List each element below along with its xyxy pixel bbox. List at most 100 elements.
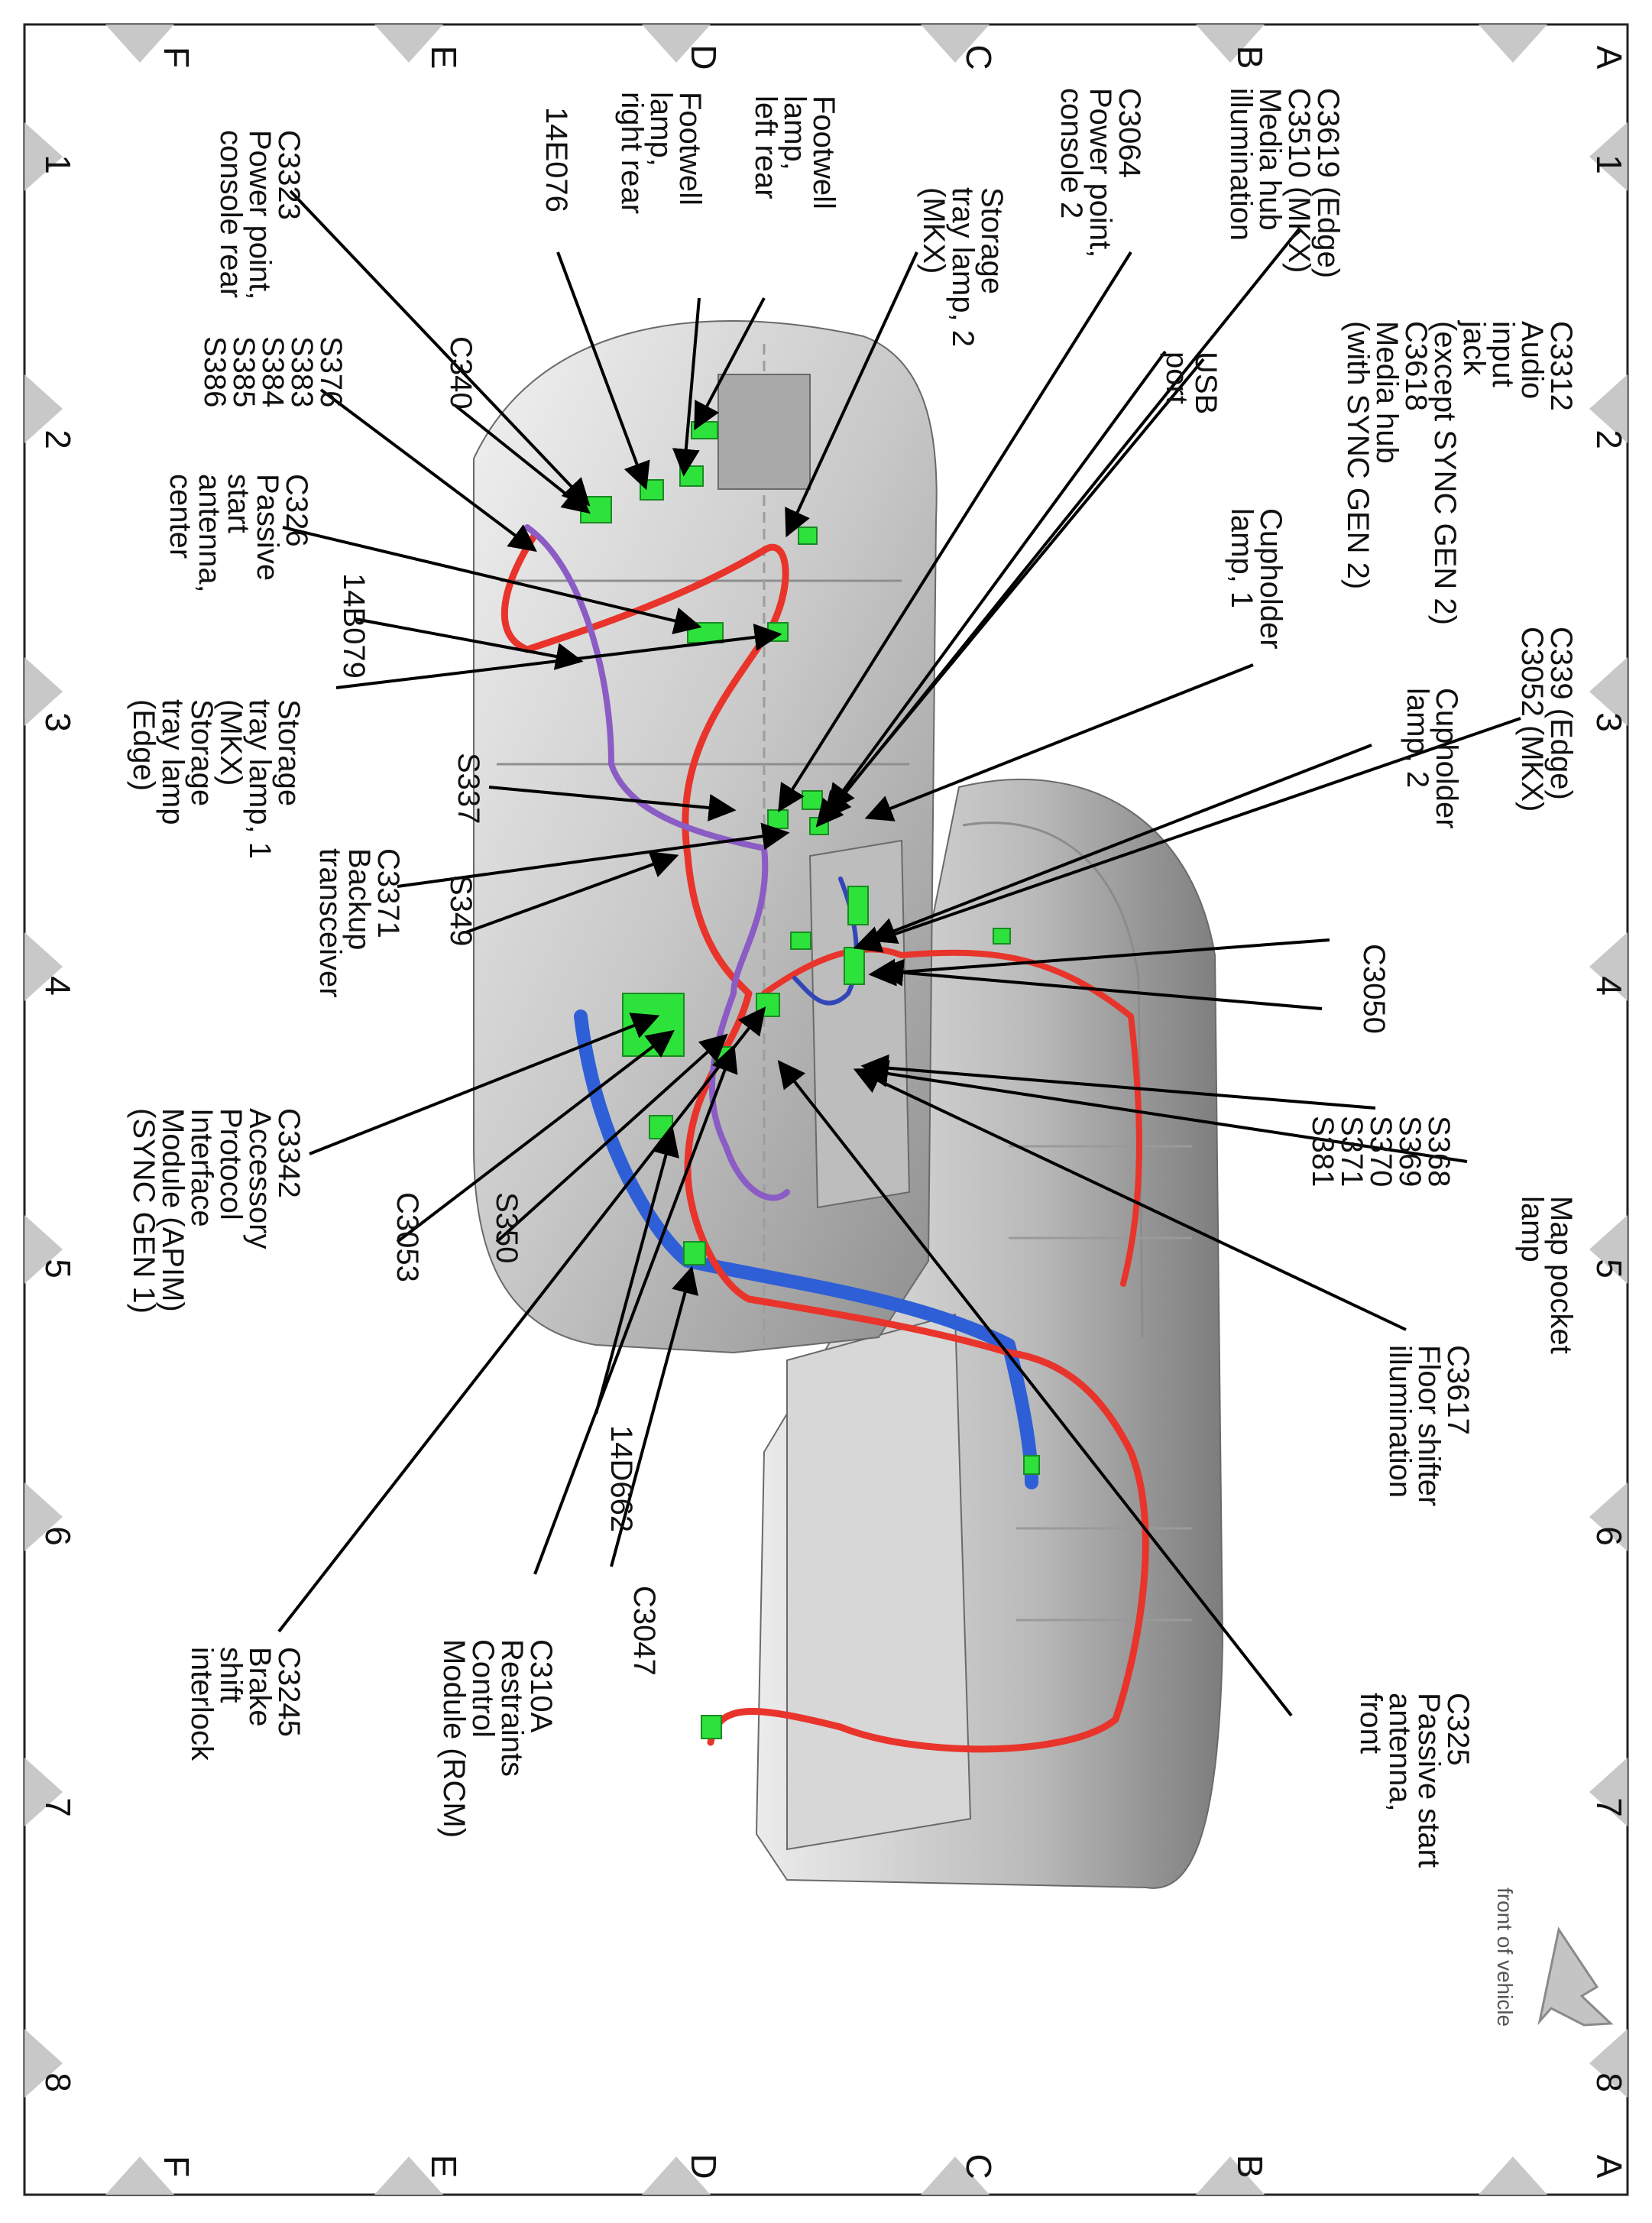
connector-block (767, 622, 789, 642)
leader-line (453, 403, 591, 514)
callout-c3619: C3619 (Edge)C3510 (MKX)Media hubillumina… (1224, 88, 1345, 278)
callout-line: tray lamp, 2 (946, 187, 980, 347)
connector-block (802, 790, 823, 810)
callout-line: C3047 (627, 1586, 661, 1676)
callout-c3053: C3053 (390, 1192, 424, 1282)
grid-row-label: C (959, 2153, 999, 2179)
edge-triangle-icon (374, 24, 443, 63)
callout-line: C3618 (1399, 321, 1433, 411)
callout-line: C3312 (1544, 321, 1578, 411)
leader-line (860, 1054, 1376, 1110)
edge-triangle-icon (1589, 1758, 1628, 1826)
edge-triangle-icon (1196, 2157, 1265, 2195)
grid-column-label: 5 (1589, 1259, 1629, 1278)
edge-triangle-icon (921, 24, 990, 63)
callout-line: left rear (749, 96, 782, 199)
leader-line (594, 1128, 679, 1414)
leader-line (785, 251, 918, 538)
connector-block (683, 1241, 706, 1265)
callout-line: C3510 (MKX) (1282, 88, 1316, 273)
callout-line: lamp, 1 (1225, 508, 1258, 608)
edge-triangle-icon (642, 2157, 711, 2195)
signal-wire-purple (524, 524, 790, 1201)
callout-line: Power point, (1084, 88, 1117, 258)
grid-column-label: 7 (38, 1797, 78, 1817)
callout-line: start (222, 474, 255, 533)
callout-line: lamp (1515, 1196, 1549, 1262)
callout-line: lamp, (778, 96, 811, 170)
edge-triangle-icon (24, 1483, 63, 1551)
edge-triangle-icon (24, 932, 63, 1001)
leader-line (864, 663, 1254, 821)
edge-triangle-icon (1589, 1483, 1628, 1551)
leader-line (465, 851, 679, 934)
leader-line (827, 350, 1167, 812)
glove-box (786, 1313, 972, 1851)
callout-line: tray lamp (156, 699, 189, 825)
edge-triangle-icon (1196, 24, 1265, 63)
callout-line: C3617 (1441, 1345, 1475, 1435)
callout-line: Passive start (1412, 1693, 1446, 1868)
callout-line: S369 (1393, 1116, 1427, 1187)
front-arrow-icon (1537, 1926, 1614, 2027)
edge-triangle-markers (24, 24, 1628, 2195)
leader-line (853, 1068, 1407, 1331)
callout-line: Storage (975, 187, 1009, 294)
callout-c340: C340 (444, 336, 478, 410)
edge-triangle-icon (24, 1758, 63, 1826)
edge-triangle-icon (24, 1215, 63, 1284)
callout-line: C3245 (272, 1647, 306, 1737)
callout-line: S370 (1364, 1116, 1398, 1187)
diagram-frame (23, 23, 1629, 2196)
grid-row-label: F (157, 47, 196, 68)
callout-c339: C339 (Edge)C3052 (MKX) (1515, 627, 1578, 812)
callout-14b079: 14B079 (337, 573, 371, 679)
connector-block (701, 1715, 722, 1739)
callout-line: C3064 (1113, 88, 1146, 178)
vehicle-geometry (473, 319, 1224, 1889)
callout-c3047: C3047 (627, 1586, 661, 1676)
callout-line: port (1160, 352, 1194, 404)
callout-14e076: 14E076 (539, 107, 573, 212)
callout-line: C3619 (Edge) (1311, 88, 1345, 278)
leader-line (610, 1265, 698, 1567)
callout-line: antenna, (1383, 1693, 1417, 1812)
callout-line: Cupholder (1430, 688, 1463, 829)
grid-row-label: D (684, 44, 724, 70)
grid-column-label: 7 (1589, 1797, 1629, 1817)
edge-triangle-icon (642, 24, 711, 63)
callout-line: Map pocket (1544, 1196, 1578, 1354)
callout-line: Accessory (243, 1108, 277, 1249)
front-of-vehicle-label: front of vehicle (1493, 1888, 1517, 2027)
callout-line: transceiver (313, 848, 347, 998)
grid-row-label: E (424, 2155, 464, 2179)
leader-line (495, 1033, 728, 1243)
leader-line (533, 1044, 738, 1575)
callout-line: C3052 (MKX) (1515, 627, 1549, 812)
grid-column-label: 2 (38, 429, 78, 449)
edge-triangle-icon (374, 2157, 443, 2195)
callout-line: antenna, (193, 474, 226, 593)
callout-line: S350 (490, 1192, 523, 1263)
callout-line: S384 (256, 336, 290, 407)
connector-block (798, 527, 818, 545)
grid-row-label: B (1230, 2155, 1270, 2179)
grid-column-label: 1 (38, 154, 78, 174)
grid-row-label: D (684, 2153, 724, 2179)
callout-line: 14B079 (337, 573, 371, 679)
leader-line (868, 744, 1372, 945)
callout-line: C339 (Edge) (1544, 627, 1578, 800)
grid-column-label: 6 (38, 1526, 78, 1546)
callout-line: C3342 (272, 1108, 306, 1198)
callout-line: S349 (444, 875, 478, 946)
